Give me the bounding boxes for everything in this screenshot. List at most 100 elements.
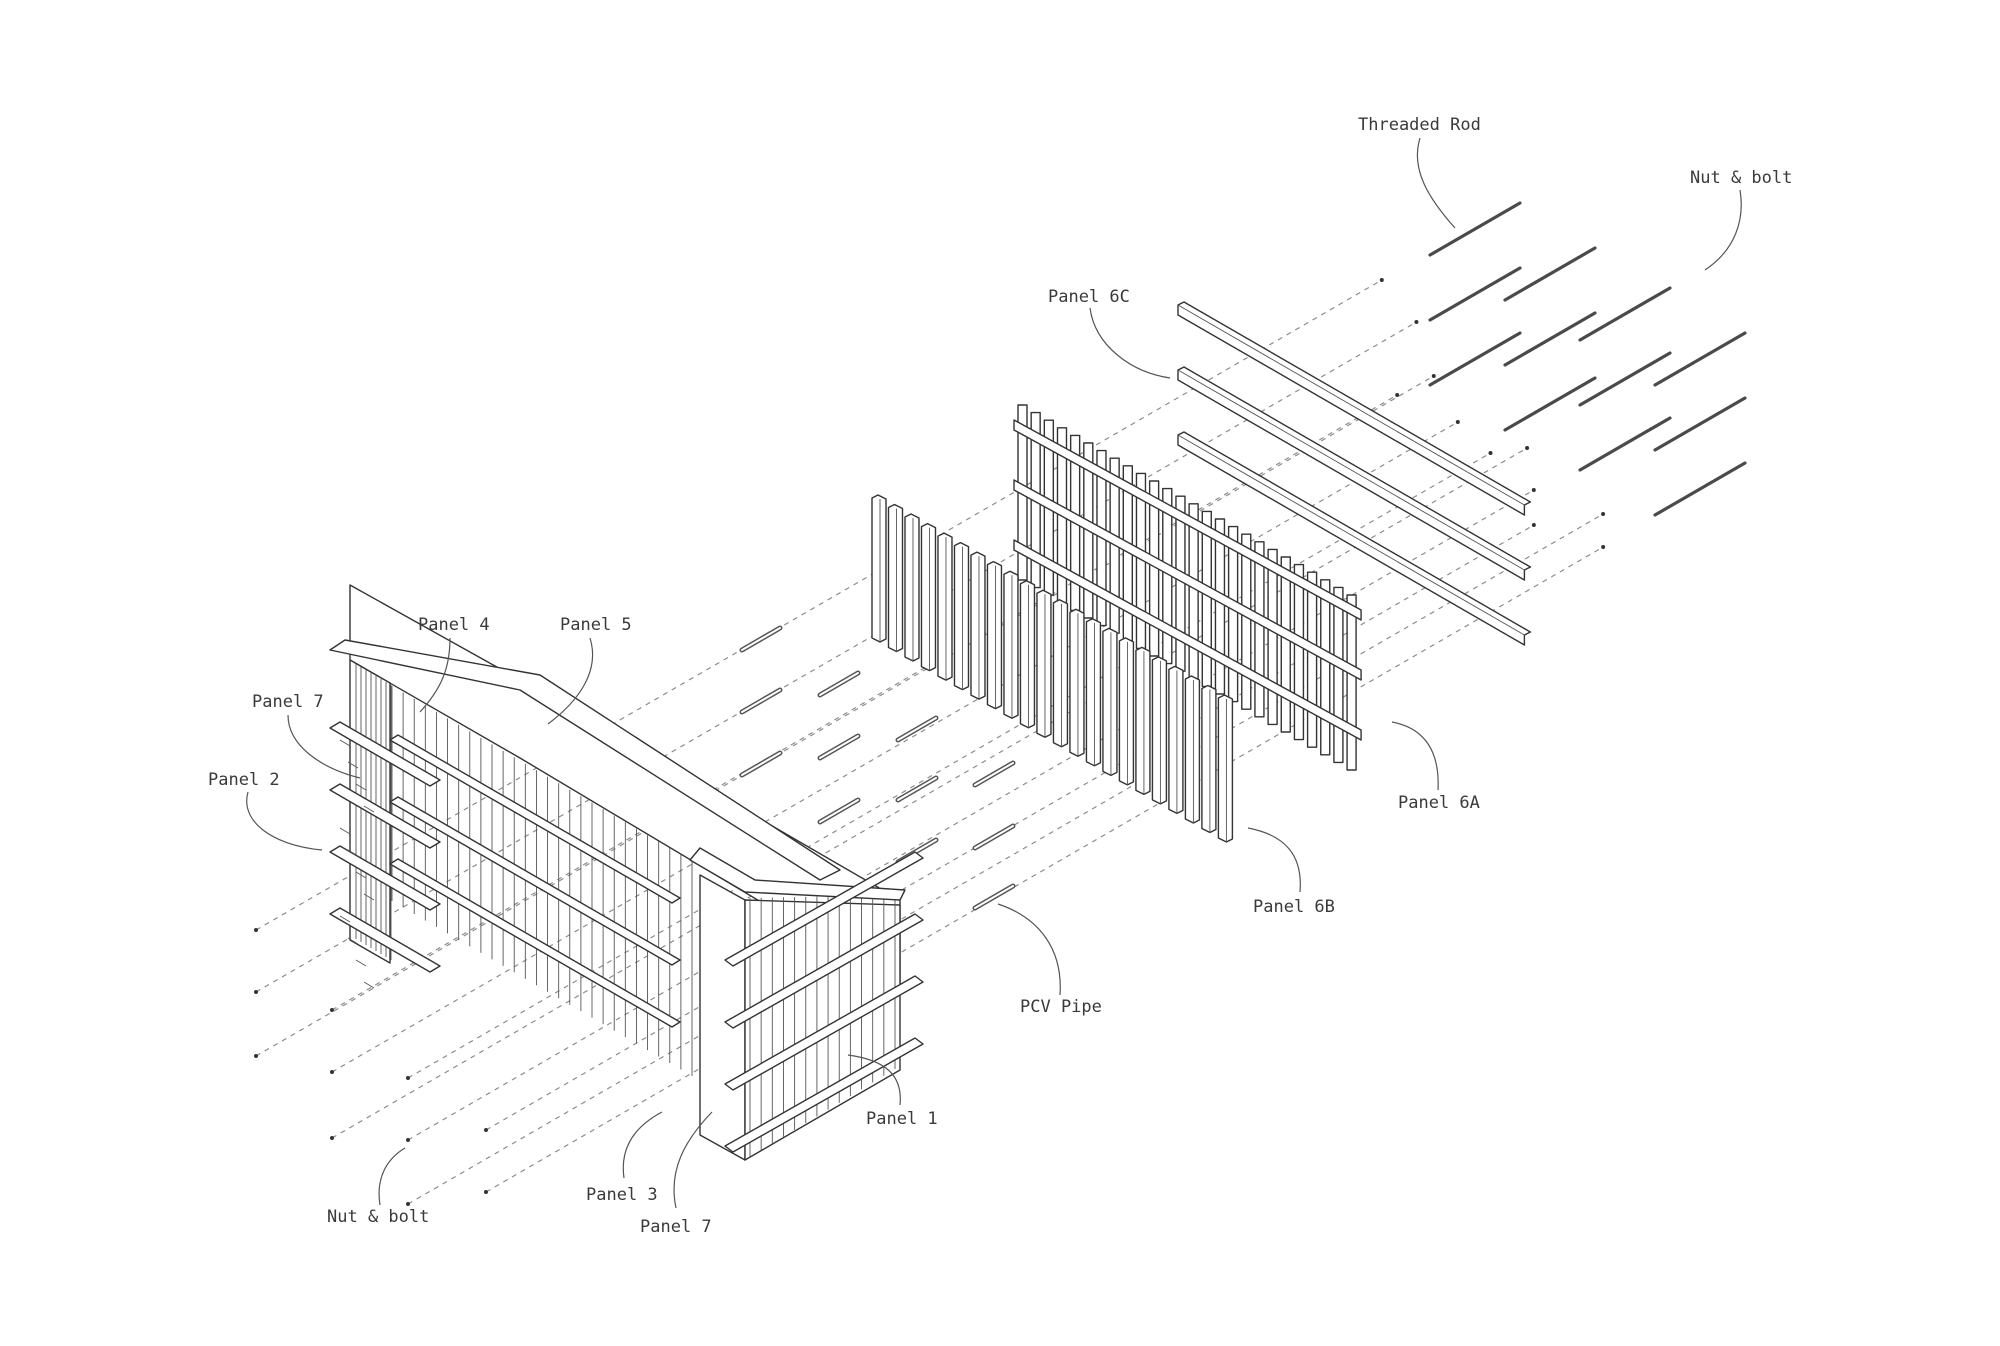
slat xyxy=(1019,580,1036,729)
shelf-rail xyxy=(329,907,441,973)
label-threaded-rod: Threaded Rod xyxy=(1358,115,1481,135)
nut-bolt-end xyxy=(1379,278,1384,282)
guide-line xyxy=(485,546,1604,1193)
nut-bolt-end xyxy=(1601,512,1606,516)
guide-line xyxy=(407,452,1491,1079)
threaded-rods xyxy=(1428,201,1747,517)
label-pcv-pipe: PCV Pipe xyxy=(1020,997,1102,1017)
long-shelf xyxy=(389,796,681,966)
slat xyxy=(1293,563,1305,741)
nut-bolt-end xyxy=(1531,523,1536,527)
assembled-structure xyxy=(329,584,924,1161)
slat xyxy=(1168,665,1184,815)
label-panel-4: Panel 4 xyxy=(418,615,490,635)
pcv-pipe-core xyxy=(974,825,1014,849)
pcv-pipe-core xyxy=(897,717,937,741)
slat xyxy=(953,541,970,691)
threaded-rod xyxy=(1503,376,1597,432)
threaded-rod xyxy=(1578,351,1672,407)
leader-nut-bolt-bottom xyxy=(378,1147,406,1206)
rail xyxy=(1013,419,1362,621)
leader-lines xyxy=(246,137,1742,1209)
slat xyxy=(1227,525,1239,703)
slat xyxy=(887,503,904,653)
slat xyxy=(1052,599,1069,748)
leader-panel-6a xyxy=(1391,721,1439,791)
nut-bolt-end xyxy=(1531,488,1536,492)
nut-bolt-end xyxy=(484,1190,488,1194)
slat xyxy=(1069,608,1085,757)
board-edge xyxy=(1177,369,1525,571)
pcv-pipe-core xyxy=(819,735,859,759)
nut-bolt-end xyxy=(1525,446,1530,450)
labels: Threaded Rod Nut & bolt Panel 6C Panel 4… xyxy=(208,115,1792,1237)
bolt-stub xyxy=(347,937,359,945)
bolt-stub xyxy=(347,849,359,857)
leader-panel-1 xyxy=(847,1054,901,1106)
bolt-stub xyxy=(363,893,375,901)
nut-bolt-end xyxy=(1395,393,1400,397)
right-shelf xyxy=(724,975,924,1091)
slat xyxy=(1118,637,1135,786)
threaded-rod xyxy=(1653,461,1747,517)
slat xyxy=(1151,656,1168,805)
leader-panel-2 xyxy=(246,791,323,851)
nut-bolt-end xyxy=(1455,420,1460,424)
slat xyxy=(1267,548,1278,726)
leader-panel-4 xyxy=(419,637,451,713)
slat xyxy=(1320,579,1331,756)
slat xyxy=(970,551,986,700)
board-edge xyxy=(1177,434,1525,636)
leader-panel-6c xyxy=(1089,307,1171,379)
slat xyxy=(986,560,1003,710)
guide-line xyxy=(407,489,1535,1141)
label-panel-5: Panel 5 xyxy=(560,615,632,635)
bolt-stub xyxy=(339,827,351,835)
pcv-pipe-core xyxy=(819,672,859,696)
slat xyxy=(1306,571,1318,748)
label-panel-6b: Panel 6B xyxy=(1253,897,1335,917)
slat xyxy=(1214,518,1226,695)
nut-bolt-end xyxy=(406,1202,410,1206)
shelf-rail xyxy=(329,845,441,911)
slat xyxy=(937,532,953,681)
nut-bolt-end xyxy=(406,1076,410,1080)
pcv-pipes xyxy=(739,625,1016,911)
slat xyxy=(871,494,887,643)
threaded-rod xyxy=(1578,416,1672,472)
bolt-stub xyxy=(363,981,375,989)
nut-bolt-end xyxy=(254,928,258,932)
pcv-pipe-core xyxy=(741,627,781,651)
threaded-rod xyxy=(1428,331,1522,387)
pcv-pipe-core xyxy=(974,885,1014,909)
leader-panel-7-top xyxy=(287,714,361,779)
slat xyxy=(1085,618,1102,767)
nut-bolt-end xyxy=(1488,451,1493,455)
label-panel-2: Panel 2 xyxy=(208,770,280,790)
right-shelf xyxy=(724,1037,924,1153)
pcv-pipe-core xyxy=(741,752,781,776)
leader-panel-3 xyxy=(622,1111,663,1179)
nut-bolt-end xyxy=(406,1138,410,1142)
nut-bolt-end xyxy=(484,1128,488,1132)
label-panel-7-bottom: Panel 7 xyxy=(640,1217,712,1237)
bolt-stub xyxy=(363,805,375,813)
guide-line xyxy=(331,394,1398,1011)
leader-pcv-pipe xyxy=(997,903,1061,996)
pcv-pipe-core xyxy=(974,762,1014,786)
guide-line xyxy=(255,321,1417,993)
bolt-stub xyxy=(339,739,351,747)
ridge-rail xyxy=(329,639,841,881)
leader-panel-6b xyxy=(1247,827,1301,893)
slat xyxy=(1102,627,1118,777)
rail xyxy=(1013,479,1362,681)
nut-bolt-end xyxy=(254,990,258,994)
slat xyxy=(1333,586,1344,764)
label-panel-6c: Panel 6C xyxy=(1048,287,1130,307)
nut-bolt-end xyxy=(254,1054,258,1058)
leader-panel-5 xyxy=(547,637,594,725)
bolt-stub xyxy=(347,761,359,769)
shelf-rail xyxy=(329,721,441,787)
bolt-stub xyxy=(355,783,367,791)
